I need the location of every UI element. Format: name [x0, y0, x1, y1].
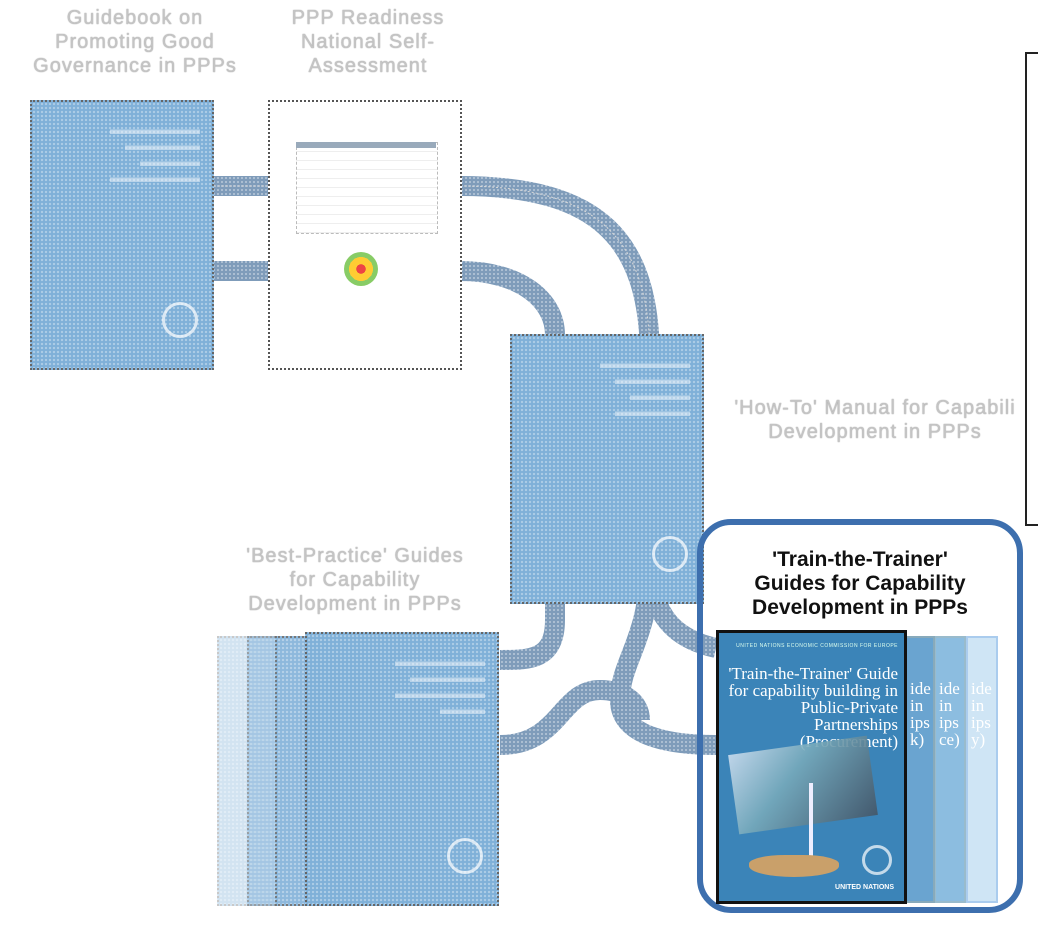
cover-photo [728, 735, 878, 835]
windmill-icon [809, 783, 813, 863]
cover-guidebook: ▬▬▬▬▬▬▬▬▬▬▬▬▬▬▬▬▬▬▬▬▬ [30, 100, 214, 370]
assessment-table-icon [296, 142, 438, 234]
cover-top-line: UNITED NATIONS ECONOMIC COMMISSION FOR E… [736, 643, 898, 649]
un-seal-icon [862, 845, 892, 875]
pipe-readiness-lower [459, 261, 565, 336]
group-bracket [1025, 52, 1038, 526]
pipe-howto-best [499, 590, 565, 670]
cover-ghost-text: ▬▬▬▬▬▬▬▬▬▬▬▬▬▬▬▬▬▬▬▬▬ [110, 122, 200, 186]
cover-readiness [268, 100, 462, 370]
cover-train-back-1: ide in ips k) [905, 636, 935, 903]
cover-train-the-trainer: UNITED NATIONS ECONOMIC COMMISSION FOR E… [716, 630, 907, 904]
cover-ghost-text: ▬▬▬▬▬▬▬▬▬▬▬▬▬▬▬▬▬▬▬▬ [395, 654, 485, 718]
label-train-the-trainer: 'Train-the-Trainer'Guides for Capability… [752, 548, 968, 619]
cover-train-back-2: ide in ips ce) [934, 636, 966, 903]
highlight-frame [697, 519, 1023, 913]
assessment-table-header [296, 142, 436, 148]
cover-train-back-3: ide in ips y) [966, 636, 998, 903]
un-seal-icon [162, 302, 198, 338]
cover-best-practice: ▬▬▬▬▬▬▬▬▬▬▬▬▬▬▬▬▬▬▬▬ [305, 632, 499, 906]
cover-title: 'Train-the-Trainer' Guide for capability… [728, 664, 898, 750]
un-seal-icon [447, 838, 483, 874]
un-seal-icon [652, 536, 688, 572]
radar-chart-icon [344, 252, 378, 286]
hand-icon [749, 855, 839, 877]
cover-ghost-text: ▬▬▬▬▬▬▬▬▬▬▬▬▬▬▬▬▬▬▬▬ [600, 356, 690, 420]
cover-publisher: UNITED NATIONS [835, 884, 894, 891]
pipe-best-lower [499, 679, 650, 755]
cover-howto: ▬▬▬▬▬▬▬▬▬▬▬▬▬▬▬▬▬▬▬▬ [510, 334, 704, 604]
